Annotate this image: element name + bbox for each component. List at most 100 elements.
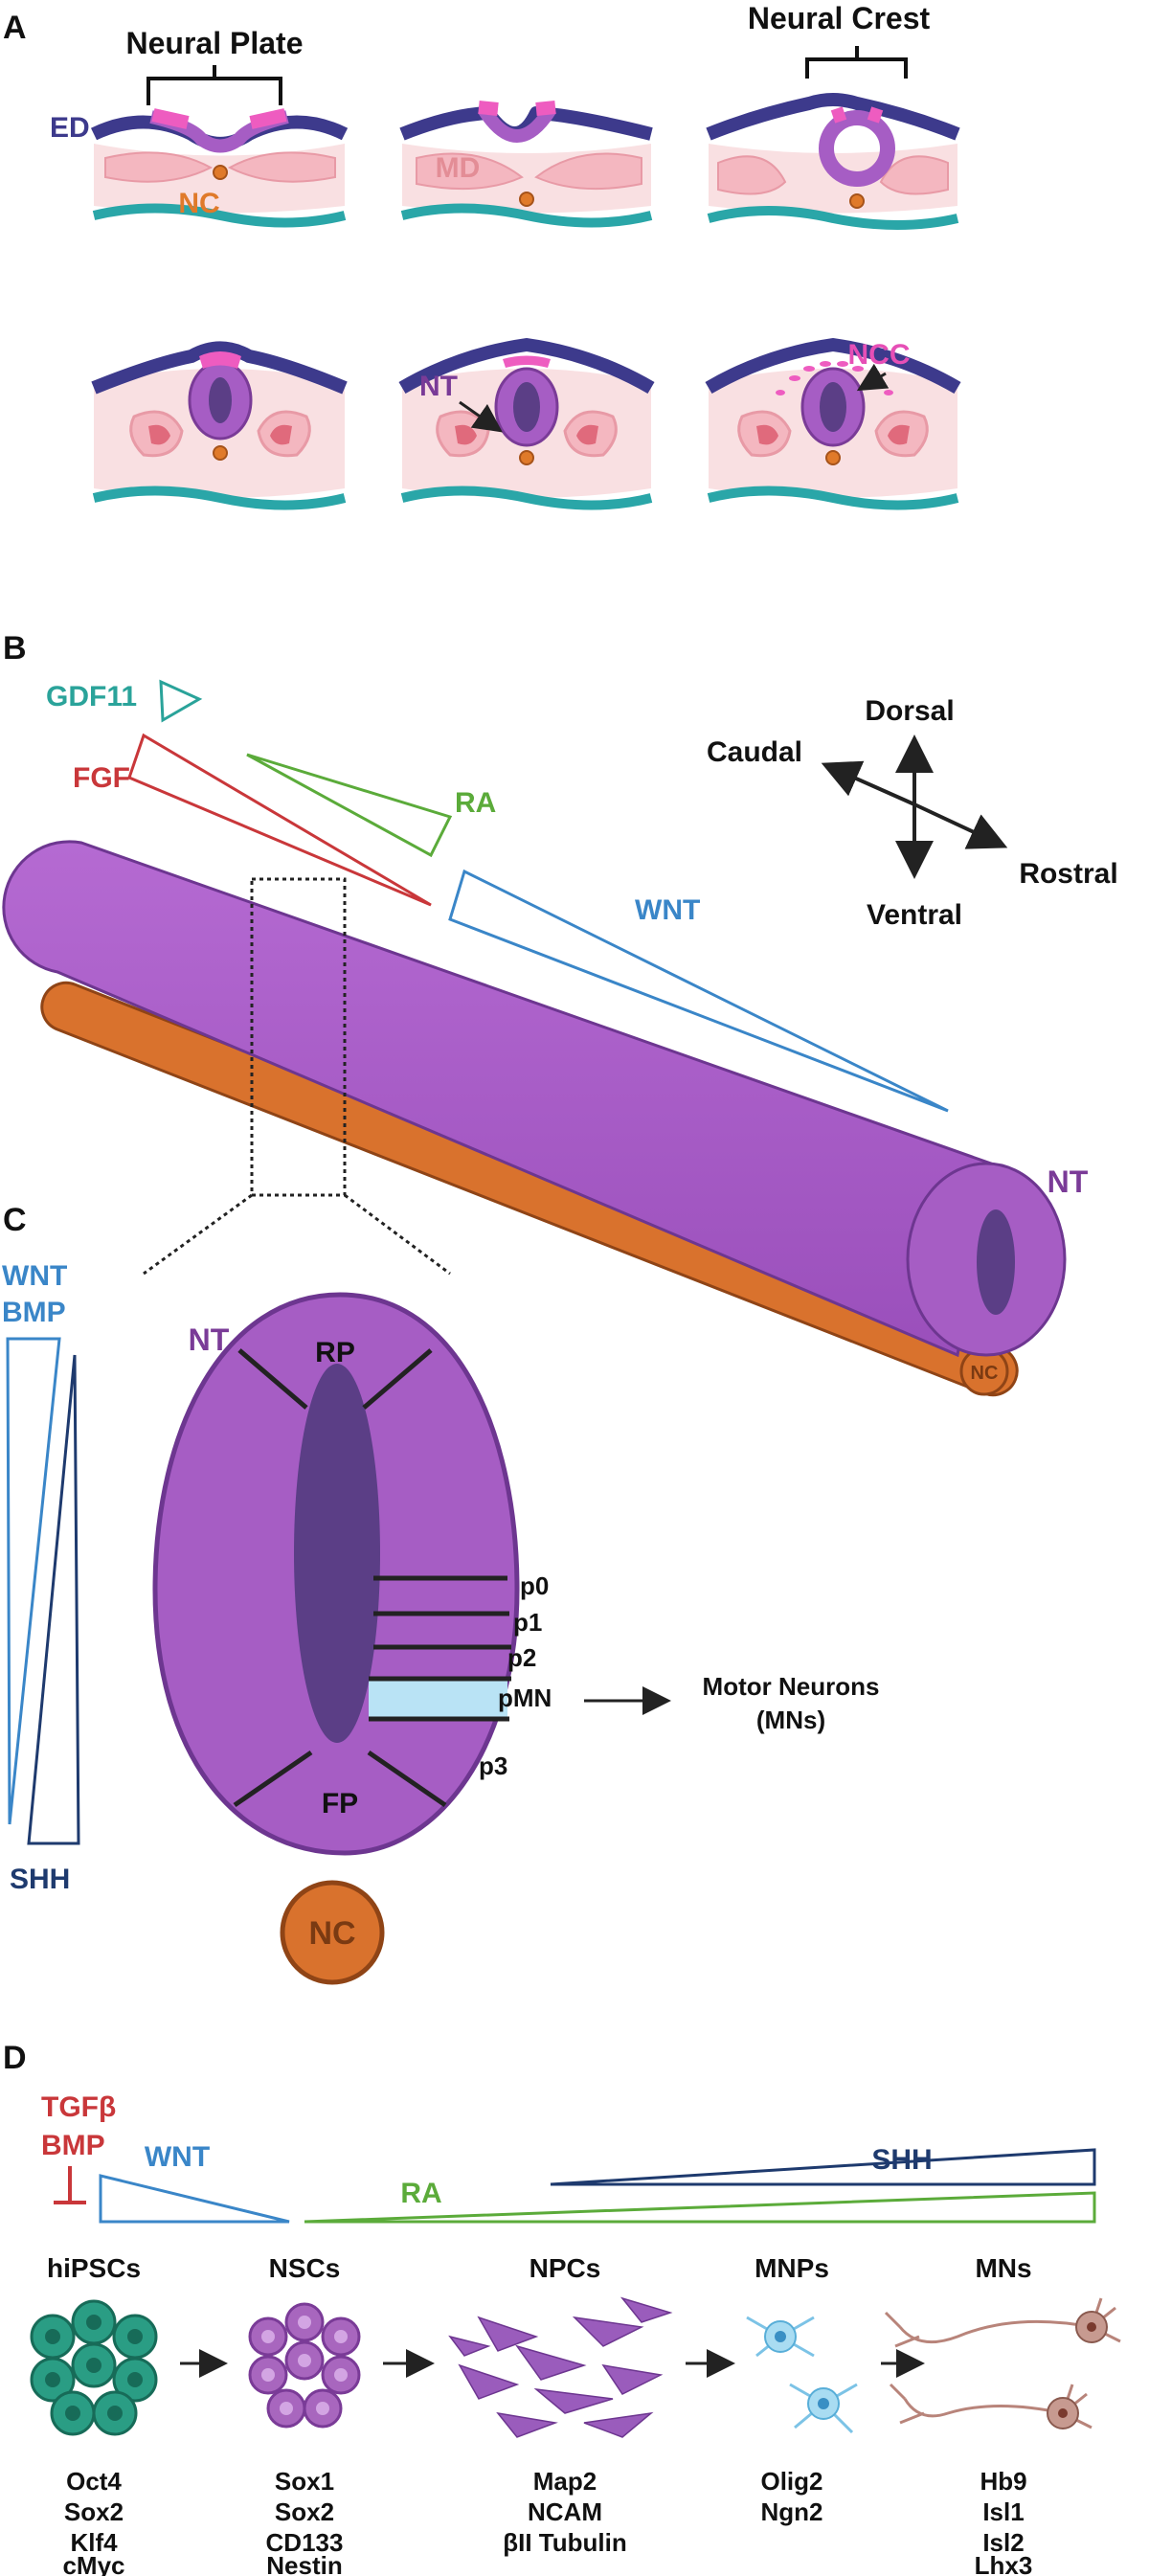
notochord <box>213 165 228 180</box>
panel-c-letter: C <box>3 1202 27 1238</box>
zoom-line-left <box>143 1193 253 1276</box>
svg-text:Sox2: Sox2 <box>64 2497 124 2526</box>
wnt-label-b: WNT <box>635 894 700 926</box>
pmn-domain <box>369 1679 507 1719</box>
section-neural-crest-migration <box>705 338 961 510</box>
neural-plate-brace <box>146 65 282 105</box>
domain-pmn: pMN <box>498 1683 552 1712</box>
gdf11-gradient <box>159 679 203 723</box>
svg-text:βII Tubulin: βII Tubulin <box>503 2528 626 2557</box>
shh-label-c: SHH <box>10 1864 70 1895</box>
ectoderm-layer <box>706 93 960 141</box>
rp-label: RP <box>315 1337 355 1368</box>
svg-text:Sox1: Sox1 <box>275 2467 334 2496</box>
motor-neurons-label: Motor Neurons <box>703 1672 880 1701</box>
fgf-gradient <box>127 733 432 907</box>
zoom-line-right <box>344 1193 451 1276</box>
section-neural-plate <box>90 108 349 228</box>
central-canal <box>294 1364 380 1743</box>
svg-text:Oct4: Oct4 <box>66 2467 122 2496</box>
nc-label-b: NC <box>971 1363 999 1384</box>
shh-gradient <box>27 1354 80 1845</box>
domain-p3: p3 <box>479 1751 507 1780</box>
stage-name: MNPs <box>755 2253 829 2283</box>
ed-label: ED <box>50 112 90 144</box>
nc-label-c: NC <box>308 1915 355 1952</box>
domain-p0: p0 <box>520 1571 549 1600</box>
section-neural-crest <box>706 93 960 230</box>
bmp-label-d: BMP <box>41 2130 105 2161</box>
mnp-markers: Olig2 Ngn2 <box>760 2467 822 2526</box>
wnt-label-d: WNT <box>145 2141 210 2173</box>
svg-text:Hb9: Hb9 <box>980 2467 1026 2496</box>
hipsc-markers: Oct4 Sox2 Klf4 cMyc <box>62 2467 124 2576</box>
domain-p1: p1 <box>513 1608 542 1637</box>
ncc-arrow <box>856 363 890 392</box>
stage-name: MNs <box>975 2253 1031 2283</box>
svg-text:Isl2: Isl2 <box>982 2528 1024 2557</box>
ra-label-b: RA <box>455 787 496 819</box>
endoderm-layer <box>92 203 347 228</box>
svg-text:CD133: CD133 <box>266 2528 344 2557</box>
section-neural-tube <box>398 338 655 510</box>
domain-p2: p2 <box>507 1643 536 1672</box>
svg-text:Lhx3: Lhx3 <box>975 2551 1033 2576</box>
section-neural-folds <box>399 101 653 228</box>
svg-text:Olig2: Olig2 <box>760 2467 822 2496</box>
gdf11-label: GDF11 <box>46 681 137 712</box>
axis-rostral: Rostral <box>1019 858 1117 890</box>
svg-text:Sox2: Sox2 <box>275 2497 334 2526</box>
svg-text:Map2: Map2 <box>533 2467 597 2496</box>
neural-plate-label: Neural Plate <box>126 26 304 60</box>
neural-tube-cylinder <box>2 840 1067 1358</box>
shh-gradient-d <box>550 2148 1096 2186</box>
mnp-cluster <box>746 2316 858 2434</box>
svg-text:Isl1: Isl1 <box>982 2497 1024 2526</box>
motor-neurons-abbr: (MNs) <box>756 1706 825 1734</box>
axis-caudal: Caudal <box>707 736 802 768</box>
wnt-gradient-b <box>448 869 949 1113</box>
ncc-label: NCC <box>848 339 911 371</box>
zoom-box <box>250 877 347 1197</box>
panel-b-letter: B <box>3 630 27 667</box>
ra-gradient-d <box>304 2191 1096 2224</box>
mn-markers: Hb9 Isl1 Isl2 Lhx3 <box>975 2467 1033 2576</box>
panel-d-letter: D <box>3 2040 27 2076</box>
nt-label-b: NT <box>1048 1164 1089 1199</box>
fgf-label: FGF <box>73 762 130 794</box>
nc-label: NC <box>178 188 219 219</box>
wnt-bmp-gradient <box>6 1337 61 1825</box>
ra-gradient <box>246 753 453 858</box>
stage-name: NPCs <box>529 2253 601 2283</box>
svg-text:Klf4: Klf4 <box>70 2528 118 2557</box>
axis-dorsal: Dorsal <box>865 695 954 727</box>
section-neural-tube-closing <box>91 341 348 510</box>
wnt-gradient-d <box>99 2174 290 2224</box>
svg-text:NCAM: NCAM <box>528 2497 602 2526</box>
axis-ventral: Ventral <box>867 899 962 931</box>
nsc-markers: Sox1 Sox2 CD133 Nestin <box>266 2467 344 2576</box>
neural-crest-label: Neural Crest <box>748 1 931 35</box>
neural-crest-brace <box>805 46 908 79</box>
inhibition-mark <box>54 2166 86 2204</box>
bmp-label-c: BMP <box>2 1297 66 1328</box>
wnt-label-c: WNT <box>2 1260 67 1292</box>
ra-label-d: RA <box>400 2178 441 2209</box>
npc-cluster <box>448 2296 673 2438</box>
fp-label: FP <box>322 1788 358 1819</box>
tgfb-label: TGFβ <box>41 2091 116 2123</box>
panel-a-letter: A <box>3 10 27 46</box>
neural-tube-cross-section <box>152 1292 520 1856</box>
axis-compass <box>821 734 1008 879</box>
svg-text:cMyc: cMyc <box>62 2551 124 2576</box>
npc-markers: Map2 NCAM βII Tubulin <box>503 2467 626 2557</box>
stage-name: hiPSCs <box>47 2253 141 2283</box>
svg-text:Nestin: Nestin <box>266 2551 342 2576</box>
nt-arrow <box>459 400 503 433</box>
md-label: MD <box>436 152 481 184</box>
stage-name: NSCs <box>269 2253 341 2283</box>
nt-label-a: NT <box>419 371 458 402</box>
notochord-c <box>280 1880 385 1985</box>
svg-text:Ngn2: Ngn2 <box>761 2497 823 2526</box>
